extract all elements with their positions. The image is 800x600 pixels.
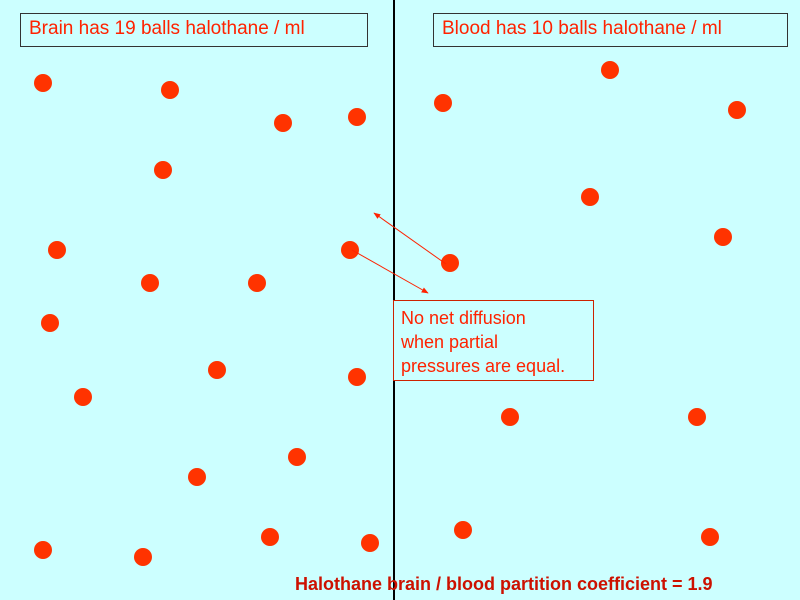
brain-concentration-label: Brain has 19 balls halothane / ml xyxy=(20,13,368,47)
brain-halothane-ball xyxy=(41,314,59,332)
brain-halothane-ball xyxy=(48,241,66,259)
brain-halothane-ball xyxy=(161,81,179,99)
blood-halothane-ball xyxy=(714,228,732,246)
brain-compartment xyxy=(34,74,379,566)
blood-halothane-ball xyxy=(454,521,472,539)
brain-halothane-ball xyxy=(361,534,379,552)
note-line: pressures are equal. xyxy=(401,356,566,376)
brain-halothane-ball xyxy=(34,74,52,92)
brain-halothane-ball xyxy=(274,114,292,132)
no-net-diffusion-note: No net diffusion when partial pressures … xyxy=(393,300,594,381)
brain-halothane-ball xyxy=(74,388,92,406)
note-line: No net diffusion xyxy=(401,308,526,328)
brain-halothane-ball xyxy=(141,274,159,292)
brain-halothane-ball xyxy=(348,108,366,126)
brain-halothane-ball xyxy=(248,274,266,292)
brain-halothane-ball xyxy=(154,161,172,179)
brain-halothane-ball xyxy=(208,361,226,379)
brain-halothane-ball xyxy=(348,368,366,386)
blood-compartment xyxy=(434,61,746,546)
blood-concentration-label: Blood has 10 balls halothane / ml xyxy=(433,13,788,47)
blood-halothane-ball xyxy=(581,188,599,206)
blood-halothane-ball xyxy=(434,94,452,112)
partition-coefficient-caption: Halothane brain / blood partition coeffi… xyxy=(295,574,713,594)
brain-halothane-ball xyxy=(341,241,359,259)
diffusion-arrow-to-brain xyxy=(373,212,447,265)
brain-halothane-ball xyxy=(188,468,206,486)
blood-halothane-ball xyxy=(441,254,459,272)
blood-halothane-ball xyxy=(701,528,719,546)
blood-halothane-ball xyxy=(501,408,519,426)
blood-halothane-ball xyxy=(688,408,706,426)
brain-halothane-ball xyxy=(134,548,152,566)
blood-halothane-ball xyxy=(728,101,746,119)
blood-halothane-ball xyxy=(601,61,619,79)
brain-halothane-ball xyxy=(261,528,279,546)
brain-halothane-ball xyxy=(34,541,52,559)
brain-halothane-ball xyxy=(288,448,306,466)
diffusion-arrow-to-blood xyxy=(351,249,429,294)
note-line: when partial xyxy=(401,332,499,352)
